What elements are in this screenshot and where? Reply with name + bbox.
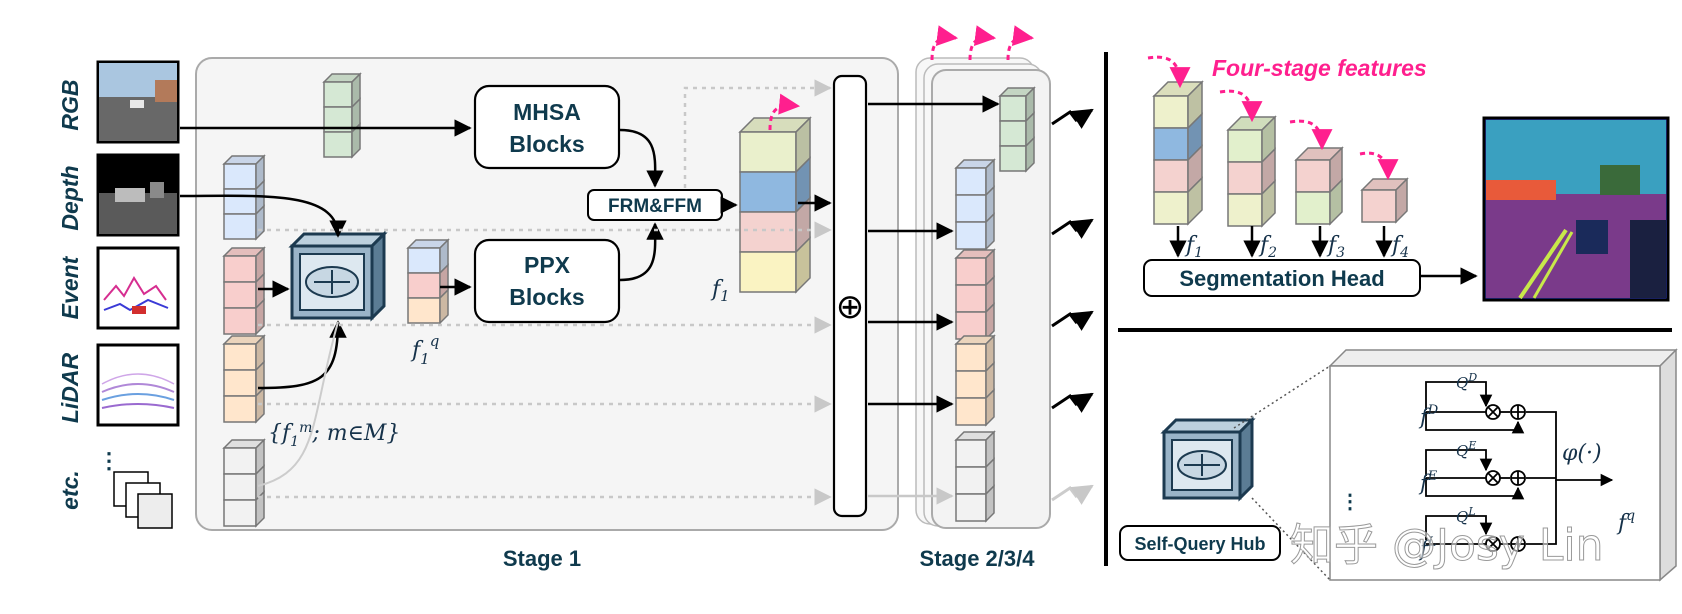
seg-loop-arrows <box>1147 55 1399 181</box>
seg-f2-stack <box>1226 115 1277 228</box>
frm-ffm-block: FRM&FFM <box>587 189 723 221</box>
fusion-bar: ⊕ <box>832 74 868 518</box>
stage-lidar-stack <box>954 334 996 427</box>
svg-text:f1: f1 <box>1184 233 1203 261</box>
f-output-labels: f1 f2 f3 f4 <box>1184 233 1409 261</box>
stage1-arrows <box>179 79 1000 506</box>
seg-f1-stack <box>1152 80 1204 226</box>
plus-symbol: ⊕ <box>836 287 865 327</box>
lidar-image <box>96 343 180 427</box>
svg-text:⋮: ⋮ <box>1340 491 1360 513</box>
svg-text:f4: f4 <box>1390 233 1409 261</box>
seg-f3-stack <box>1294 146 1344 226</box>
modality-depth: Depth <box>57 165 83 230</box>
hub-label-text: Self-Query Hub <box>1134 534 1265 554</box>
watermark: 知乎 @Josy Lin <box>1290 520 1603 571</box>
stage-rgb-stack <box>998 86 1036 173</box>
ppx-blocks: PPX Blocks <box>473 238 621 324</box>
hub-operators <box>1485 404 1526 552</box>
seg-f4-stack <box>1360 177 1409 224</box>
hub-router-icon <box>1160 416 1256 502</box>
stage-connectors <box>1051 108 1094 505</box>
f1q-feature-stack <box>406 238 450 325</box>
depth-feature-stack <box>222 154 266 241</box>
mhsa-label-1: MHSA <box>513 99 581 125</box>
modality-labels: RGB Depth Event LiDAR etc. <box>57 79 83 509</box>
rgb-feature-stack <box>322 72 362 159</box>
hub-flows <box>1425 381 1614 545</box>
f1-feature-stack <box>738 116 812 294</box>
stage-event-stack <box>954 248 996 341</box>
phi-label: φ(·) <box>1562 441 1602 466</box>
depth-image <box>96 153 180 237</box>
ppx-label-2: Blocks <box>509 284 584 310</box>
stage234-label: Stage 2/3/4 <box>920 546 1036 571</box>
router-icon <box>288 230 388 322</box>
svg-text:⋮: ⋮ <box>98 448 120 473</box>
seg-arrows <box>1169 226 1478 285</box>
seg-head-label: Segmentation Head <box>1179 266 1384 291</box>
event-image <box>96 246 180 330</box>
etc-feature-stack <box>222 438 266 528</box>
modality-rgb: RGB <box>57 79 83 130</box>
segmentation-output-image <box>1482 116 1670 302</box>
input-images: ⋮ <box>96 60 180 529</box>
event-feature-stack <box>222 246 266 336</box>
four-stage-title: Four-stage features <box>1212 55 1427 81</box>
stage1-label: Stage 1 <box>503 546 581 571</box>
rgb-image <box>96 60 180 144</box>
modality-etc: etc. <box>57 470 83 510</box>
mhsa-blocks: MHSA Blocks <box>473 84 621 170</box>
svg-text:f2: f2 <box>1258 233 1277 261</box>
frm-ffm-label: FRM&FFM <box>608 196 702 217</box>
ppx-label-1: PPX <box>524 252 571 278</box>
modality-event: Event <box>57 255 83 319</box>
lidar-feature-stack <box>222 334 266 424</box>
stage-depth-stack <box>954 158 996 251</box>
segmentation-head: Segmentation Head <box>1143 259 1421 297</box>
self-query-hub-label: Self-Query Hub <box>1119 525 1281 561</box>
stage-etc-stack <box>954 430 996 523</box>
etc-images: ⋮ <box>98 448 173 529</box>
mhsa-label-2: Blocks <box>509 131 584 157</box>
modality-lidar: LiDAR <box>57 352 83 423</box>
stage-loop-arrows <box>768 25 1035 131</box>
modality-set-label: {f1m; m∈M} <box>268 420 400 450</box>
svg-text:f3: f3 <box>1326 233 1345 261</box>
